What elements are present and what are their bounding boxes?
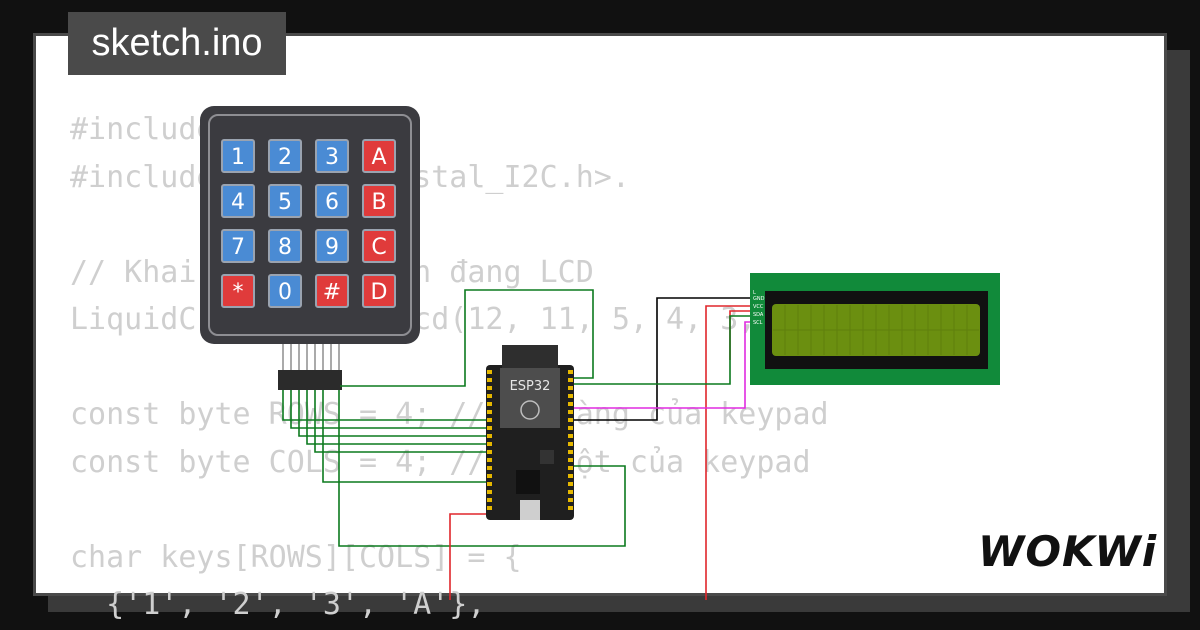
wokwi-logo: WOKWi [978, 527, 1158, 576]
lcd-pin-label: L [753, 290, 756, 296]
esp32-pins-right [568, 370, 573, 510]
keypad-header-pins [282, 344, 340, 370]
green-wires [282, 289, 626, 547]
keypad-key[interactable]: 0 [268, 274, 302, 308]
keypad-key[interactable]: 1 [221, 139, 255, 173]
keypad-key[interactable]: 4 [221, 184, 255, 218]
keypad-key[interactable]: B [362, 184, 396, 218]
usb-port [520, 500, 540, 520]
lcd-pin-label: VCC [753, 304, 764, 310]
lcd-pin-label: GND [753, 296, 765, 302]
espressif-logo-icon [520, 400, 540, 420]
esp32-board: ESP32 [486, 345, 574, 520]
black-wire [570, 297, 752, 421]
green-wire-sda [570, 315, 752, 385]
keypad-key[interactable]: A [362, 139, 396, 173]
file-title: sketch.ino [68, 12, 286, 75]
keypad-frame [208, 114, 412, 336]
magenta-wire-scl [570, 321, 752, 409]
esp32-label: ESP32 [510, 379, 551, 394]
keypad-key[interactable]: D [362, 274, 396, 308]
keypad-key[interactable]: 8 [268, 229, 302, 263]
esp32-pins-left [487, 370, 492, 510]
keypad-key[interactable]: # [315, 274, 349, 308]
keypad-key[interactable]: * [221, 274, 255, 308]
keypad-key[interactable]: 2 [268, 139, 302, 173]
lcd-pin-label: SCL [753, 320, 763, 326]
keypad-key[interactable]: 6 [315, 184, 349, 218]
keypad-key[interactable]: 3 [315, 139, 349, 173]
keypad-header [278, 370, 342, 390]
keypad-key[interactable]: 7 [221, 229, 255, 263]
keypad-key[interactable]: 5 [268, 184, 302, 218]
code-line: {'1', '2', '3', 'A'}, [70, 587, 486, 622]
lcd-module: L GND VCC SDA SCL [750, 273, 1000, 385]
keypad-key[interactable]: C [362, 229, 396, 263]
keypad-key[interactable]: 9 [315, 229, 349, 263]
lcd-pin-label: SDA [753, 312, 764, 318]
